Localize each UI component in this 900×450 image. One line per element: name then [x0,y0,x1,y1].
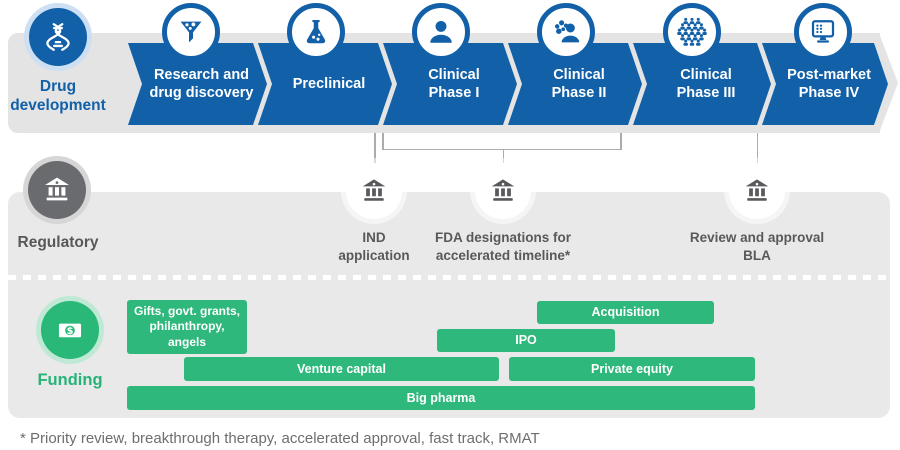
flask-icon [306,20,326,44]
person-icon [430,20,452,43]
funding-bar-venture-capital: Venture capital [184,357,499,381]
stage-label: Research and drug discovery [149,66,254,101]
connector-ind [374,133,376,164]
funding-legend-circle: $ [41,301,99,359]
money-icon: $ [58,323,82,338]
connector-bracket-right [620,133,622,150]
stage-circle [287,3,345,61]
milestone-label-fda: FDA designations for accelerated timelin… [434,230,571,264]
funding-bar-gifts: Gifts, govt. grants, philanthropy, angel… [127,300,247,354]
stage-label: Post-market Phase IV [787,66,871,101]
stage-circle [537,3,595,61]
drug-development-legend-circle [29,8,87,66]
footnote: * Priority review, breakthrough therapy,… [20,430,540,447]
regulatory-legend-circle [28,161,86,219]
milestone-circle [346,163,402,219]
funnel-icon [180,21,202,43]
section-divider [8,275,890,280]
svg-text:$: $ [67,326,74,337]
connector-bracket-left [382,133,384,150]
stage-post-market-phase-4: Post-market Phase IV [762,43,888,125]
bank-icon [362,179,386,201]
connector-fda [502,148,504,164]
stage-research-discovery: Research and drug discovery [128,43,267,125]
milestone-circle [729,163,785,219]
drug-development-label: Drug development [10,78,106,115]
dna-icon [46,23,70,51]
stage-label: Preclinical [292,75,366,92]
funding-bar-private-equity: Private equity [509,357,755,381]
stage-circle [412,3,470,61]
stage-icon-circle [162,3,220,61]
stage-circle [663,3,721,61]
regulatory-label: Regulatory [17,234,99,251]
bank-icon [45,177,69,201]
connector-bla [756,133,758,164]
bank-icon [491,179,515,201]
milestone-label-ind: IND application [338,230,410,264]
funding-bar-big-pharma: Big pharma [127,386,755,410]
stage-label: Clinical Phase III [676,66,736,101]
milestone-label-bla: Review and approval BLA [689,230,825,264]
funding-label: Funding [37,371,103,389]
people-icon [554,20,580,43]
monitor-icon [811,20,835,43]
funding-bar-ipo: IPO [437,329,615,352]
stage-label: Clinical Phase II [551,66,607,101]
stage-label: Clinical Phase I [428,66,480,101]
stage-circle [794,3,852,61]
connector-bracket [382,148,620,150]
milestone-circle [475,163,531,219]
bank-icon [745,179,769,201]
crowd-icon [677,17,707,46]
funding-bar-acquisition: Acquisition [537,301,714,324]
